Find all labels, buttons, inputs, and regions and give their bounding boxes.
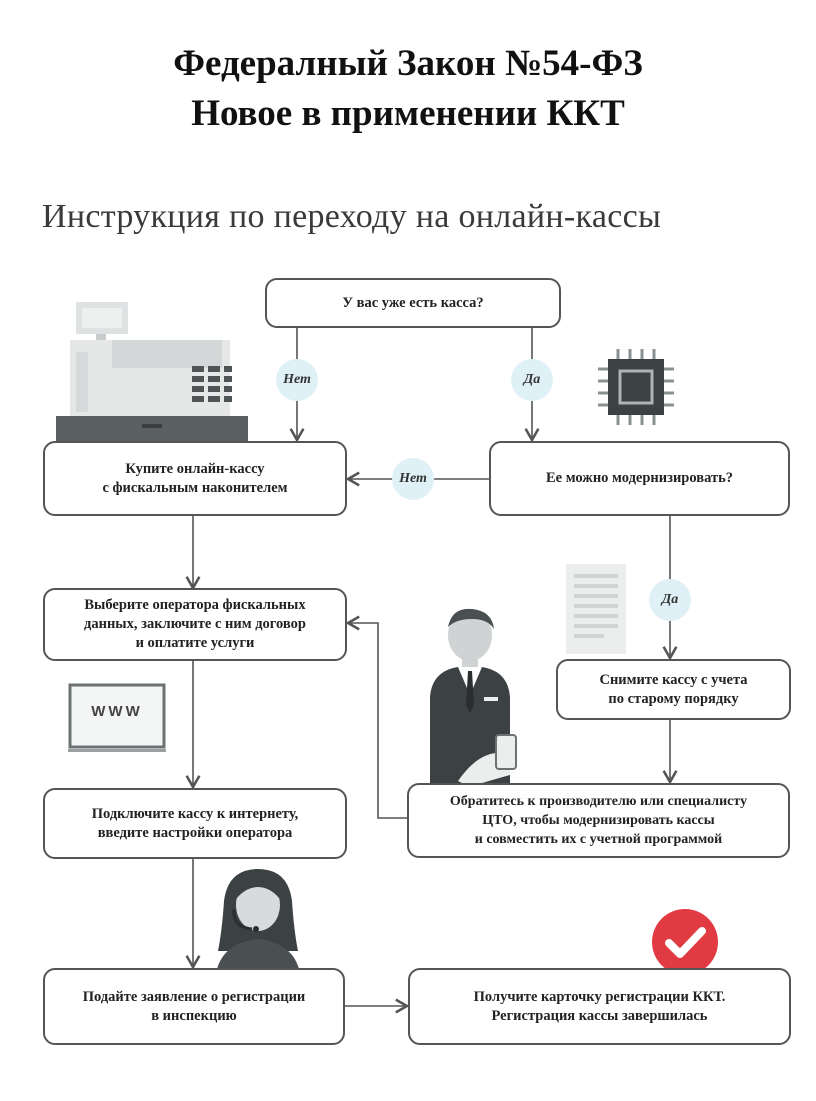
yes-label-top: Да <box>511 359 553 401</box>
document-icon <box>566 564 626 654</box>
registration-card-box: Получите карточку регистрации ККТ. Регис… <box>408 968 791 1045</box>
submit-application-box: Подайте заявление о регистрации в инспек… <box>43 968 345 1045</box>
check-icon <box>652 909 718 975</box>
www-label: WWW <box>91 703 143 720</box>
contact-manufacturer-box: Обратитесь к производителю или специалис… <box>407 783 790 858</box>
page-title: Федералный Закон №54-ФЗ <box>173 43 643 84</box>
start-question-box: У вас уже есть касса? <box>265 278 561 328</box>
cash-register-icon <box>56 302 248 442</box>
no-label-left: Нет <box>276 359 318 401</box>
yes-label-right: Да <box>649 579 691 621</box>
page-subtitle: Инструкция по переходу на онлайн-кассы <box>42 198 662 235</box>
browser-window-icon: WWW <box>68 683 166 753</box>
deregister-box: Снимите кассу с учета по старому порядку <box>556 659 791 720</box>
page-title-line-2: Новое в применении ККТ <box>191 93 625 134</box>
chip-icon <box>598 349 674 425</box>
modernize-question-box: Ее можно модернизировать? <box>489 441 790 516</box>
support-operator-icon <box>216 869 300 973</box>
connect-internet-box: Подключите кассу к интернету, введите на… <box>43 788 347 859</box>
no-label-middle: Нет <box>392 458 434 500</box>
choose-operator-box: Выберите оператора фискальных данных, за… <box>43 588 347 661</box>
businessman-icon <box>430 608 517 787</box>
buy-online-register-box: Купите онлайн-кассу с фискальным наконит… <box>43 441 347 516</box>
